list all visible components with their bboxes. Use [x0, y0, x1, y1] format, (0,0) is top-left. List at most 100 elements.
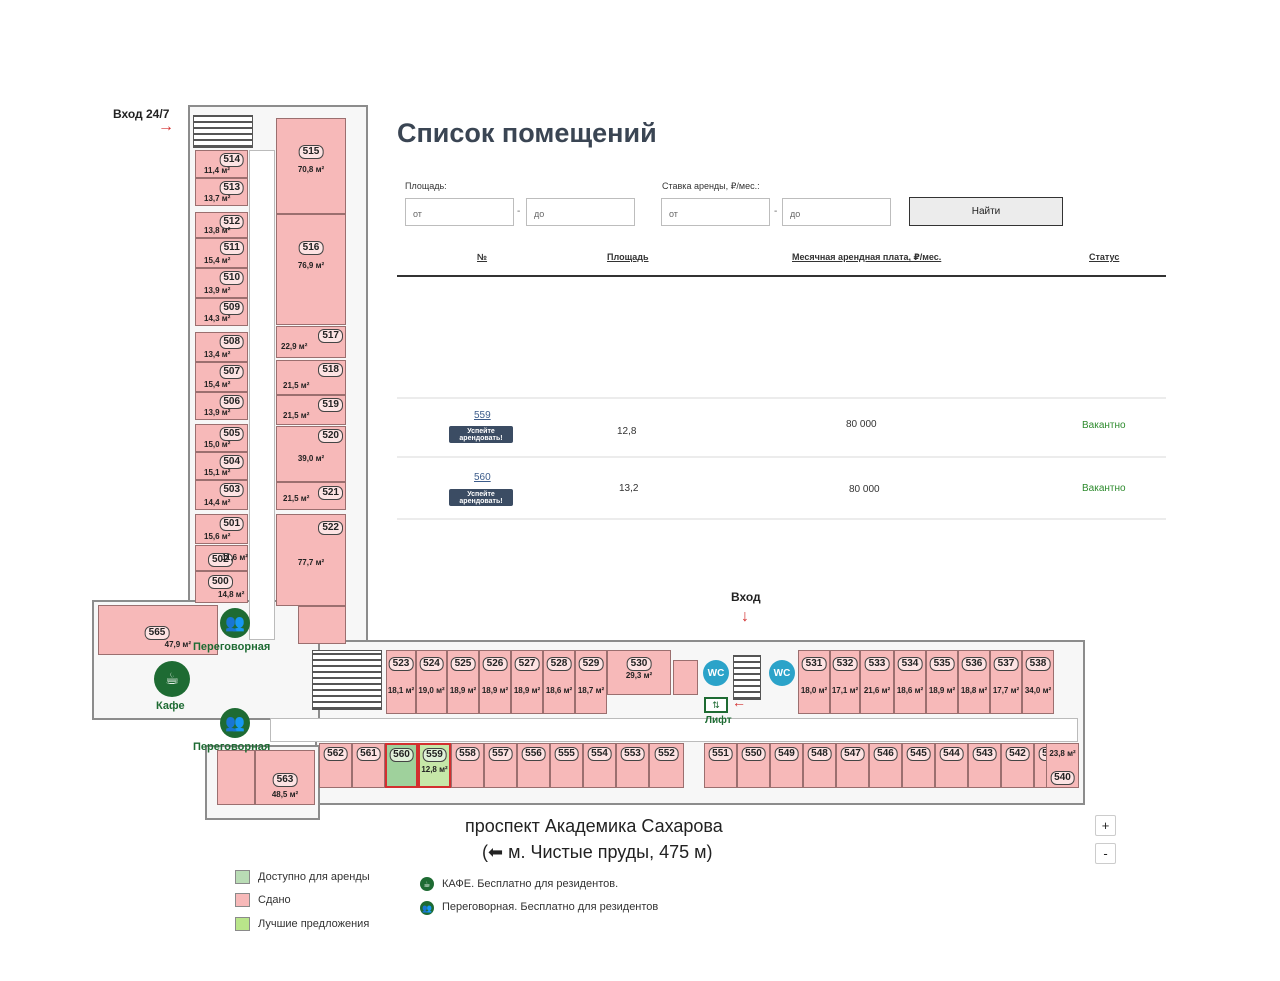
zoom-out-button[interactable]: - — [1095, 843, 1116, 864]
room-545[interactable]: 545 — [902, 743, 935, 788]
room-547[interactable]: 547 — [836, 743, 869, 788]
room-548[interactable]: 548 — [803, 743, 836, 788]
room-number: 549 — [774, 747, 799, 761]
column-header-area[interactable]: Площадь — [607, 252, 649, 262]
legend-cafe-icon: ☕ — [420, 877, 434, 891]
rate-to-input[interactable]: до — [782, 198, 891, 226]
cafe-label: Кафе — [156, 700, 185, 712]
lift-label: Лифт — [705, 715, 732, 726]
room-544[interactable]: 544 — [935, 743, 968, 788]
area-to-input[interactable]: до — [526, 198, 635, 226]
room-number: 547 — [840, 747, 865, 761]
room-551[interactable]: 551 — [704, 743, 737, 788]
row-1-number-link[interactable]: 559 — [474, 410, 491, 421]
row-divider — [397, 456, 1166, 458]
metro-direction: (⬅ м. Чистые пруды, 475 м) — [482, 842, 713, 862]
find-button[interactable]: Найти — [909, 197, 1063, 226]
room-550[interactable]: 550 — [737, 743, 770, 788]
column-header-rent[interactable]: Месячная арендная плата, ₽/мес. — [792, 252, 942, 262]
room-522-annex — [298, 606, 346, 644]
area-filter-label: Площадь: — [405, 181, 447, 191]
room-number: 548 — [807, 747, 832, 761]
room-546[interactable]: 546 — [869, 743, 902, 788]
room-542[interactable]: 542 — [1001, 743, 1034, 788]
row-2-promo-badge: Успейте арендовать! — [449, 489, 513, 506]
rate-from-input[interactable]: от — [661, 198, 770, 226]
room-549[interactable]: 549 — [770, 743, 803, 788]
room-554[interactable]: 554 — [583, 743, 616, 788]
room-552[interactable]: 552 — [649, 743, 684, 788]
room-555[interactable]: 555 — [550, 743, 583, 788]
room-553[interactable]: 553 — [616, 743, 649, 788]
rate-range-dash: - — [774, 206, 778, 217]
room-558[interactable]: 558 — [451, 743, 484, 788]
room-number: 562 — [323, 747, 348, 761]
room-561[interactable]: 561 — [352, 743, 385, 788]
legend-available-swatch — [235, 870, 250, 884]
zoom-in-button[interactable]: + — [1095, 815, 1116, 836]
room-562[interactable]: 562 — [319, 743, 352, 788]
room-number: 544 — [939, 747, 964, 761]
room-543[interactable]: 543 — [968, 743, 1001, 788]
staircase-north — [193, 115, 253, 148]
column-header-status[interactable]: Статус — [1089, 252, 1120, 262]
area-from-input[interactable]: от — [405, 198, 514, 226]
room-556[interactable]: 556 — [517, 743, 550, 788]
row-2-status: Вакантно — [1082, 483, 1126, 494]
legend-cafe-label: КАФЕ. Бесплатно для резидентов. — [442, 878, 619, 890]
staircase-center — [312, 650, 382, 710]
room-557[interactable]: 557 — [484, 743, 517, 788]
room-560[interactable]: 560 — [385, 743, 418, 788]
legend-meeting-icon: 👥 — [420, 901, 434, 915]
entrance-arrow-icon: ↓ — [741, 608, 749, 625]
row-2-number-link[interactable]: 560 — [474, 472, 491, 483]
room-539 — [673, 660, 698, 695]
column-header-number[interactable]: № — [477, 252, 488, 262]
